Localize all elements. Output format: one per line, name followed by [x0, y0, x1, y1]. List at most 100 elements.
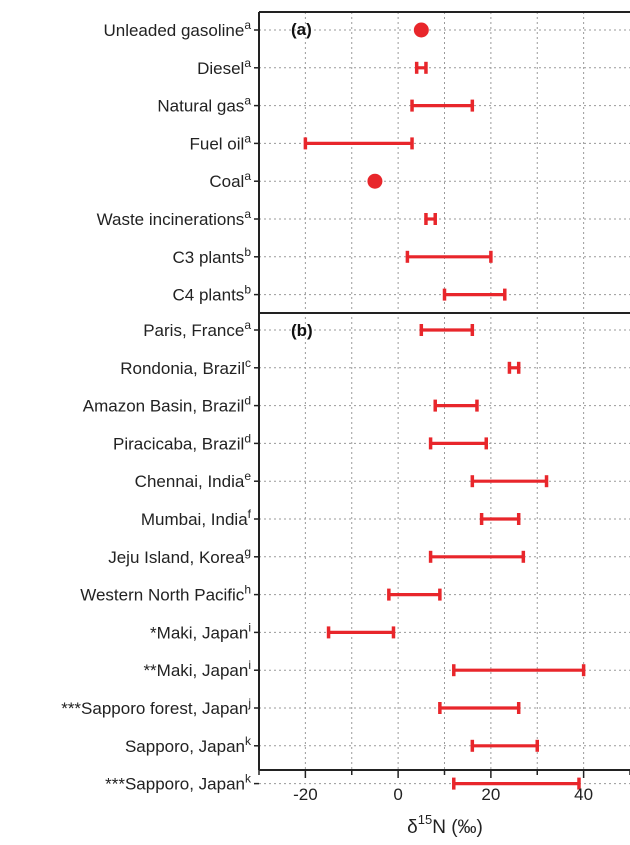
range-bar: [410, 99, 475, 112]
category-superscript: a: [244, 18, 251, 32]
range-bar: [405, 250, 493, 263]
category-label: C3 plantsb: [172, 245, 251, 267]
category-label: ***Sapporo, Japank: [105, 772, 252, 794]
range-bar: [452, 664, 586, 677]
category-superscript: a: [244, 56, 251, 70]
range-bar: [507, 361, 521, 374]
category-label: Natural gasa: [157, 94, 251, 116]
category-label: Jeju Island, Koreag: [108, 545, 251, 567]
category-superscript: g: [244, 545, 251, 559]
frame-layer: [254, 11, 630, 785]
range-bar: [387, 588, 442, 601]
category-name: ***Sapporo, Japan: [105, 775, 245, 794]
category-superscript: a: [244, 131, 251, 145]
category-name: C3 plants: [172, 248, 244, 267]
category-label: Mumbai, Indiaf: [141, 507, 252, 529]
category-label: **Maki, Japani: [143, 658, 251, 680]
x-title-superscript: 15: [418, 812, 432, 827]
range-bar: [452, 777, 581, 790]
category-superscript: a: [244, 318, 251, 332]
category-label: Western North Pacifich: [80, 583, 251, 605]
category-name: Waste incinerations: [97, 210, 245, 229]
category-name: Paris, France: [143, 321, 244, 340]
category-name: Jeju Island, Korea: [108, 548, 245, 567]
category-superscript: k: [245, 772, 252, 786]
category-superscript: f: [248, 507, 252, 521]
x-tick-label: 20: [481, 785, 500, 804]
category-label: Diesela: [197, 56, 251, 78]
category-label: Fuel oila: [190, 131, 252, 153]
x-axis-title: δ15N (‰): [407, 812, 483, 838]
category-label: Amazon Basin, Brazild: [83, 394, 251, 416]
range-bar: [419, 324, 475, 336]
category-label: *Maki, Japani: [150, 620, 251, 642]
range-bar: [303, 137, 414, 150]
range-bar: [428, 437, 488, 450]
category-label: Paris, Francea: [143, 318, 251, 340]
category-superscript: c: [245, 356, 251, 370]
data-point: [367, 173, 383, 189]
category-name: Diesel: [197, 59, 244, 78]
category-name: Piracicaba, Brazil: [113, 434, 244, 453]
x-tick-label: 0: [393, 785, 402, 804]
category-name: *Maki, Japan: [150, 623, 248, 642]
category-name: Amazon Basin, Brazil: [83, 397, 245, 416]
category-label: Rondonia, Brazilc: [120, 356, 251, 378]
category-name: Chennai, India: [135, 472, 245, 491]
category-label: C4 plantsb: [172, 283, 251, 305]
category-superscript: h: [244, 583, 251, 597]
x-tick-label: -20: [293, 785, 318, 804]
category-name: Natural gas: [157, 97, 244, 116]
range-bar: [428, 550, 526, 563]
category-superscript: a: [244, 94, 251, 108]
range-bar: [433, 399, 479, 412]
category-label: Unleaded gasolinea: [103, 18, 251, 40]
category-label: ***Sapporo forest, Japanj: [61, 696, 251, 718]
category-name: Rondonia, Brazil: [120, 359, 245, 378]
range-bar: [470, 739, 539, 752]
category-superscript: i: [248, 620, 251, 634]
x-tick-label: 40: [574, 785, 593, 804]
category-superscript: d: [244, 431, 251, 445]
category-superscript: e: [244, 469, 251, 483]
category-label: Sapporo, Japank: [125, 734, 252, 756]
category-superscript: b: [244, 245, 251, 259]
range-bar: [326, 626, 396, 639]
range-bar: [479, 513, 521, 525]
category-superscript: d: [244, 394, 251, 408]
category-superscript: k: [245, 734, 252, 748]
grid-layer: [259, 12, 630, 785]
data-point: [413, 22, 429, 38]
x-title-rest: N (‰): [432, 817, 483, 838]
category-name: Sapporo, Japan: [125, 737, 245, 756]
category-superscript: a: [244, 207, 251, 221]
category-name: Coal: [209, 172, 244, 191]
category-superscript: b: [244, 283, 251, 297]
category-superscript: j: [247, 696, 251, 710]
data-marks: [303, 22, 586, 790]
category-name: Fuel oil: [190, 134, 245, 153]
category-label: Coala: [209, 169, 251, 191]
category-superscript: a: [244, 169, 251, 183]
range-bar: [442, 288, 507, 301]
category-name: **Maki, Japan: [143, 661, 248, 680]
panel-label: (b): [291, 321, 313, 340]
range-bar: [414, 61, 428, 74]
x-title-symbol: δ: [407, 817, 418, 838]
category-name: ***Sapporo forest, Japan: [61, 699, 248, 718]
x-axis: -20 0 20 40: [258, 770, 630, 804]
category-name: C4 plants: [172, 286, 244, 305]
range-bar: [470, 475, 549, 488]
category-name: Mumbai, India: [141, 510, 248, 529]
panel-label: (a): [291, 20, 312, 39]
category-name: Western North Pacific: [80, 586, 245, 605]
category-label: Waste incinerationsa: [97, 207, 252, 229]
category-label: Piracicaba, Brazild: [113, 431, 251, 453]
category-label: Chennai, Indiae: [135, 469, 252, 491]
range-bar: [438, 702, 521, 714]
category-name: Unleaded gasoline: [103, 21, 244, 40]
category-superscript: i: [248, 658, 251, 672]
range-bar: [424, 213, 437, 225]
